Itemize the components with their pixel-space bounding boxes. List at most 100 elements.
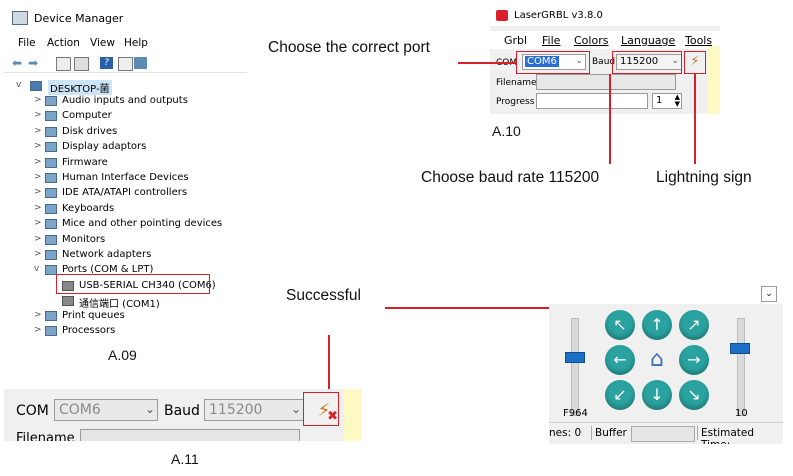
monitor-icon[interactable] <box>134 57 147 69</box>
disconnect-button[interactable]: ⚡✖ <box>317 400 338 424</box>
tree-item-label: Mice and other pointing devices <box>62 218 223 230</box>
caption-a11: A.11 <box>171 451 199 467</box>
chevron-down-icon[interactable]: ⌄ <box>761 286 777 302</box>
expand-icon[interactable]: > <box>34 187 42 198</box>
tree-item-processors[interactable]: > Processors <box>34 324 234 339</box>
baud-select[interactable]: 115200 ⌄ <box>616 54 682 70</box>
annotation-successful: Successful <box>286 287 361 304</box>
menu-action[interactable]: Action <box>47 37 80 49</box>
pointer-line-lightning <box>694 74 696 164</box>
progress-bar <box>536 93 648 109</box>
tree-item[interactable]: >IDE ATA/ATAPI controllers <box>34 186 234 201</box>
expand-icon[interactable]: > <box>34 249 42 259</box>
tree-item[interactable]: >Audio inputs and outputs <box>34 94 234 109</box>
device-category-icon <box>45 311 57 321</box>
home-icon[interactable]: ⌂ <box>650 347 664 372</box>
menu-view[interactable]: View <box>90 37 115 49</box>
menu-file[interactable]: File <box>542 34 561 47</box>
port-item-usb-serial[interactable]: USB-SERIAL CH340 (COM6) <box>62 279 232 294</box>
properties-icon[interactable] <box>56 57 71 71</box>
jog-up-left-button[interactable]: ↖ <box>605 310 635 340</box>
port-label: 通信端口 (COM1) <box>79 299 160 310</box>
stepper-arrows-icon[interactable]: ▲▼ <box>674 93 680 108</box>
passes-stepper[interactable]: 1 ▲▼ <box>652 93 682 109</box>
tree-item-label: Ports (COM & LPT) <box>62 264 154 276</box>
baud-select-disabled[interactable]: 115200 ⌄ <box>204 399 304 421</box>
menu-language[interactable]: Language <box>621 34 676 47</box>
tree-item[interactable]: > Monitors <box>34 233 234 248</box>
expand-icon[interactable]: > <box>34 218 42 229</box>
expand-icon[interactable]: > <box>34 202 42 213</box>
jog-down-button[interactable]: ↓ <box>642 380 672 410</box>
expand-icon[interactable]: > <box>34 233 42 244</box>
chevron-down-icon: ⌄ <box>290 402 301 416</box>
expand-icon[interactable]: > <box>34 172 42 182</box>
expand-icon[interactable]: > <box>34 95 42 105</box>
menu-help[interactable]: Help <box>124 37 148 49</box>
expand-icon[interactable]: > <box>34 325 42 335</box>
left-slider-value: F964 <box>563 408 588 419</box>
jog-right-button[interactable]: → <box>679 345 709 375</box>
tree-item-print-queues[interactable]: > Print queues <box>34 309 234 324</box>
back-arrow-icon[interactable]: ⬅ <box>12 56 23 70</box>
com-select-disabled[interactable]: COM6 ⌄ <box>54 399 158 421</box>
side-panel <box>344 389 362 441</box>
tree-item[interactable]: v Ports (COM & LPT) <box>34 263 234 278</box>
computer-name: DESKTOP-菌 <box>48 80 112 95</box>
device-category-icon <box>45 111 57 122</box>
tree-item-label: Firmware <box>62 156 108 168</box>
help-icon[interactable]: ? <box>100 57 113 69</box>
forward-arrow-icon[interactable]: ➡ <box>28 56 39 70</box>
com-select[interactable]: COM6 ⌄ <box>522 54 586 70</box>
expand-icon[interactable]: > <box>34 141 42 152</box>
window-title: Device Manager <box>34 12 124 25</box>
expand-icon[interactable]: > <box>34 156 42 167</box>
menu-tools[interactable]: Tools <box>685 34 713 47</box>
port-item-com1[interactable]: 通信端口 (COM1) <box>62 294 232 310</box>
device-category-icon <box>45 326 57 336</box>
expand-icon[interactable]: > <box>34 110 42 121</box>
menu-colors[interactable]: Colors <box>574 34 609 47</box>
caption-a10: A.10 <box>492 123 521 139</box>
left-speed-slider[interactable] <box>571 318 579 416</box>
expand-icon[interactable]: > <box>34 125 42 136</box>
right-step-slider[interactable] <box>737 318 745 416</box>
tree-item[interactable]: >Network adapters <box>34 248 234 263</box>
right-slider-thumb[interactable] <box>730 343 750 354</box>
collapse-icon[interactable]: v <box>16 80 22 90</box>
tree-item[interactable]: > Mice and other pointing devices <box>34 217 234 232</box>
toolbar: ⬅ ➡ ? <box>4 54 247 73</box>
tree-item-label: Monitors <box>62 233 106 245</box>
jog-down-left-button[interactable]: ↙ <box>605 380 635 410</box>
tree-item[interactable]: > Disk drives <box>34 125 234 140</box>
filename-field[interactable] <box>80 429 300 441</box>
tree-item[interactable]: >Human Interface Devices <box>34 171 234 186</box>
device-manager-icon <box>12 11 28 25</box>
tree-item[interactable]: >Display adaptors <box>34 140 234 155</box>
tree-item[interactable]: >Keyboards <box>34 202 234 217</box>
chevron-down-icon: ⌄ <box>671 56 679 66</box>
menu-grbl[interactable]: Grbl <box>504 34 528 47</box>
menu-file[interactable]: File <box>18 37 36 49</box>
expand-icon[interactable]: v <box>34 264 40 275</box>
expand-icon[interactable]: > <box>34 310 42 320</box>
tree-item[interactable]: >Computer <box>34 109 234 124</box>
tree-item-label: Disk drives <box>62 125 118 137</box>
grid-icon[interactable] <box>118 57 133 71</box>
device-category-icon <box>45 188 57 199</box>
port-connector-icon <box>62 281 74 291</box>
list-icon[interactable] <box>74 57 89 71</box>
jog-up-button[interactable]: ↑ <box>642 310 672 340</box>
lasergrbl-titlebar: LaserGRBL v3.8.0 <box>490 6 720 26</box>
tree-root[interactable]: v DESKTOP-菌 <box>16 79 236 95</box>
jog-up-right-button[interactable]: ↗ <box>679 310 709 340</box>
tree-item[interactable]: > Firmware <box>34 156 234 171</box>
caption-a09: A.09 <box>108 347 137 363</box>
connect-lightning-button[interactable]: ⚡ <box>690 54 700 69</box>
passes-value: 1 <box>656 95 663 106</box>
baud-label: Baud <box>592 57 616 67</box>
jog-down-right-button[interactable]: ↘ <box>679 380 709 410</box>
left-slider-thumb[interactable] <box>565 352 585 363</box>
jog-left-button[interactable]: ← <box>605 345 635 375</box>
filename-field[interactable] <box>536 74 676 90</box>
